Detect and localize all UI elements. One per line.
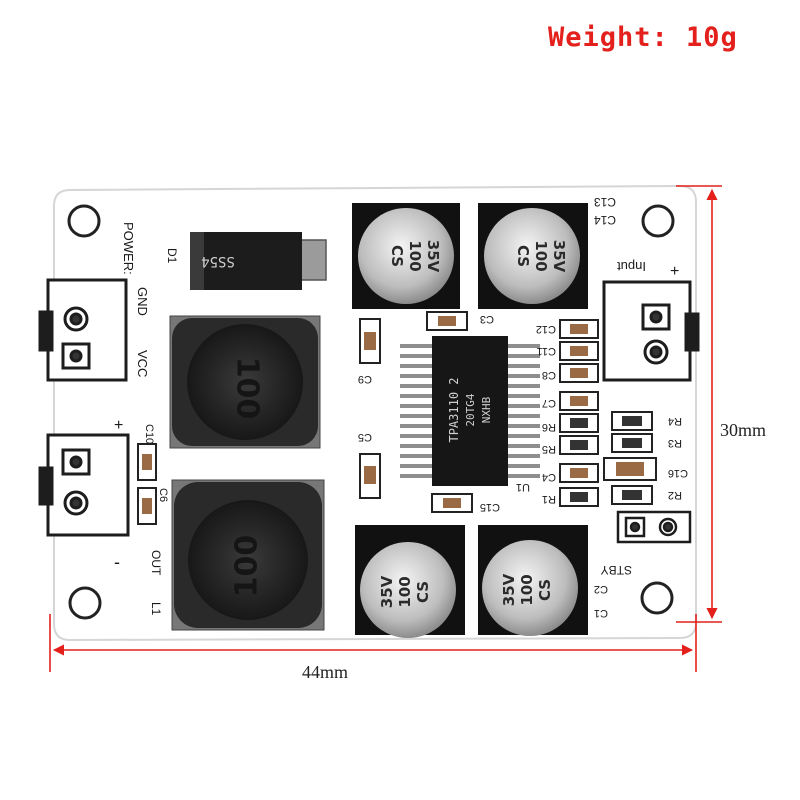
svg-text:R5: R5 <box>542 443 556 455</box>
svg-text:100: 100 <box>532 240 550 271</box>
svg-text:R4: R4 <box>668 415 682 427</box>
svg-text:STBY: STBY <box>601 563 632 577</box>
svg-text:100: 100 <box>518 574 536 605</box>
svg-text:100: 100 <box>406 240 424 271</box>
svg-text:C8: C8 <box>542 369 556 381</box>
svg-text:C13: C13 <box>594 195 616 209</box>
svg-text:R2: R2 <box>668 489 682 501</box>
svg-text:C12: C12 <box>536 323 556 335</box>
svg-text:35V: 35V <box>378 575 396 608</box>
svg-text:+: + <box>670 263 679 280</box>
inductor-top: 100 <box>169 315 321 449</box>
smd-parts <box>137 311 657 525</box>
svg-text:C6: C6 <box>157 488 169 502</box>
capacitor-bottom-left: 35V 100 CS <box>355 525 465 638</box>
diode-marking: SS54 <box>201 253 235 269</box>
svg-text:D1: D1 <box>165 248 179 264</box>
svg-text:CS: CS <box>536 579 554 601</box>
input-terminal <box>602 280 700 382</box>
svg-text:R1: R1 <box>542 493 556 505</box>
svg-text:C1: C1 <box>594 607 608 619</box>
inductor-bottom-marking: 100 <box>230 535 265 598</box>
width-dimension-label: 44mm <box>302 662 349 682</box>
svg-text:35V: 35V <box>500 573 518 606</box>
svg-text:R3: R3 <box>668 437 682 449</box>
svg-text:35V: 35V <box>550 240 568 273</box>
svg-text:C9: C9 <box>358 373 372 385</box>
svg-text:C7: C7 <box>542 397 556 409</box>
dimension-lines <box>49 185 722 672</box>
height-dimension-label: 30mm <box>720 420 767 440</box>
svg-text:C16: C16 <box>668 467 688 479</box>
svg-text:OUT: OUT <box>149 550 163 576</box>
power-terminal <box>38 278 128 382</box>
svg-text:VCC: VCC <box>135 350 150 377</box>
svg-text:C5: C5 <box>358 431 372 443</box>
svg-text:POWER:: POWER: <box>121 222 136 275</box>
svg-text:CS: CS <box>514 245 532 267</box>
svg-text:Input: Input <box>617 259 646 274</box>
amplifier-chip: TPA3110 2 20TG4 NXHB <box>400 336 540 486</box>
svg-text:L1: L1 <box>149 602 163 616</box>
capacitor-top-right: CS 100 35V <box>478 203 588 309</box>
svg-text:R6: R6 <box>542 421 556 433</box>
svg-text:-: - <box>114 552 120 572</box>
svg-text:35V: 35V <box>424 240 442 273</box>
stby-jumper <box>616 510 692 544</box>
svg-text:C3: C3 <box>480 313 494 325</box>
svg-text:C2: C2 <box>594 583 608 595</box>
svg-text:TPA3110 2: TPA3110 2 <box>447 377 461 442</box>
output-terminal <box>38 433 130 537</box>
svg-text:20TG4: 20TG4 <box>464 393 477 426</box>
svg-text:C4: C4 <box>542 471 556 483</box>
svg-text:C15: C15 <box>480 501 500 513</box>
svg-text:+: + <box>114 417 123 434</box>
mounting-holes <box>67 204 675 620</box>
capacitor-bottom-right: 35V 100 CS <box>478 525 588 636</box>
svg-text:CS: CS <box>414 581 432 603</box>
weight-label: Weight: 10g <box>548 22 738 53</box>
svg-text:GND: GND <box>135 287 150 316</box>
svg-text:100: 100 <box>396 576 414 607</box>
inductor-top-marking: 100 <box>230 357 265 420</box>
svg-text:CS: CS <box>388 245 406 267</box>
svg-text:NXHB: NXHB <box>480 396 493 423</box>
inductor-bottom: 100 <box>171 479 325 631</box>
capacitor-top-left: CS 100 35V <box>352 203 460 309</box>
diode-d1: SS54 <box>190 232 327 290</box>
silkscreen-labels: POWER: GND VCC + - OUT L1 C10 C6 D1 C13 … <box>114 195 688 619</box>
svg-text:C11: C11 <box>537 345 556 357</box>
svg-text:C10: C10 <box>143 424 155 444</box>
svg-text:U1: U1 <box>516 481 530 493</box>
svg-text:C14: C14 <box>594 213 616 227</box>
